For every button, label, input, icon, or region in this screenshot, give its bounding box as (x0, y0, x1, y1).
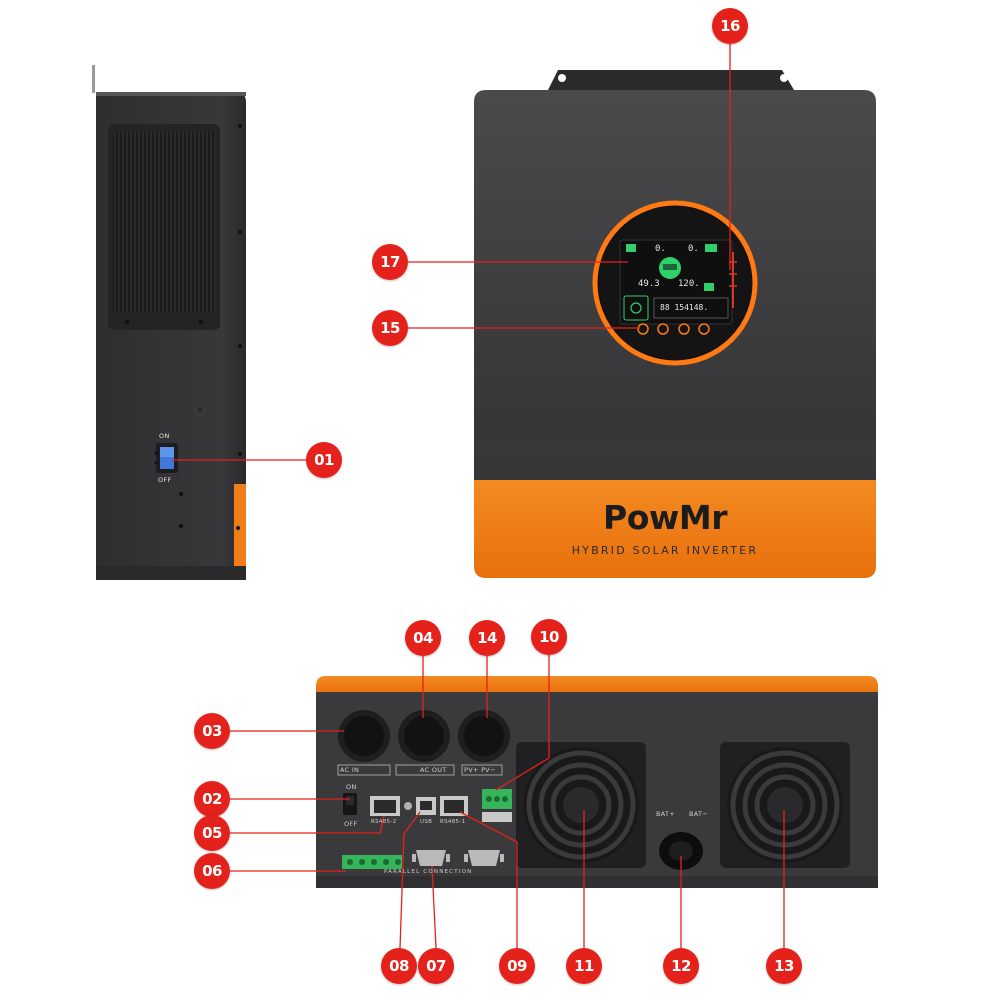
side-orange-strip (234, 484, 246, 580)
brand-subtitle: HYBRID SOLAR INVERTER (571, 544, 759, 557)
cooling-fan-2 (720, 742, 850, 868)
parallel-terminal (342, 855, 402, 869)
bottom-switch-off-label: OFF (344, 820, 358, 828)
rs485-2-label: RS485-2 (371, 819, 397, 825)
lcd-mid-left: 49.3 (638, 279, 660, 289)
callout-badge: 02 (194, 781, 230, 817)
callout-badge: 10 (531, 619, 567, 655)
ac-out-label: AC OUT (420, 766, 447, 774)
ac-input-gland (338, 710, 390, 762)
callout-badge: 13 (766, 948, 802, 984)
lcd-buttons (637, 323, 710, 335)
side-view-unit (92, 65, 246, 580)
callout-badge: 17 (372, 244, 408, 280)
callout-badge: 07 (418, 948, 454, 984)
dry-contact-terminal (482, 789, 512, 809)
pv-label: PV+ PV− (464, 766, 496, 774)
ac-in-label: AC IN (340, 766, 360, 774)
bottom-view-unit (316, 676, 878, 888)
bat-negative-label: BAT− (689, 810, 709, 818)
up-button[interactable] (657, 323, 669, 335)
callout-badge: 04 (405, 620, 441, 656)
lcd-display (592, 200, 758, 366)
rs485-1-label: RS485-1 (440, 819, 466, 825)
lcd-top-left: 0. (655, 244, 666, 254)
callout-badge: 06 (194, 853, 230, 889)
side-switch-off-label: OFF (158, 476, 172, 484)
menu-button[interactable] (637, 323, 649, 335)
callout-badge: 16 (712, 8, 748, 44)
lcd-bottom: 88 154148. (660, 303, 709, 312)
brand-logo: PowMr (603, 498, 727, 537)
side-switch-on-label: ON (159, 432, 170, 440)
callout-badge: 11 (566, 948, 602, 984)
callout-badge: 08 (381, 948, 417, 984)
side-ventilation-grille (108, 124, 220, 330)
bottom-switch-on-label: ON (346, 783, 357, 791)
ac-output-gland (398, 710, 450, 762)
side-power-switch[interactable] (156, 443, 178, 473)
parallel-connection-label: PARALLEL CONNECTION (384, 869, 473, 875)
lcd-top-right: 0. (688, 244, 699, 254)
callout-badge: 12 (663, 948, 699, 984)
callout-lines (172, 44, 785, 949)
parallel-connector-2[interactable] (464, 850, 504, 866)
front-view-unit (474, 70, 876, 578)
bat-positive-label: BAT+ (656, 810, 676, 818)
callout-badge: 05 (194, 815, 230, 851)
enter-button[interactable] (698, 323, 710, 335)
usb-label: USB (420, 819, 433, 825)
cooling-fan-1 (516, 742, 646, 868)
callout-badge: 03 (194, 713, 230, 749)
down-button[interactable] (678, 323, 690, 335)
callout-badge: 14 (469, 620, 505, 656)
pv-input-gland (458, 710, 510, 762)
callout-badge: 15 (372, 310, 408, 346)
parallel-connector-1[interactable] (412, 850, 450, 866)
lcd-mid-right: 120. (678, 279, 700, 289)
callout-badge: 09 (499, 948, 535, 984)
bottom-power-switch[interactable] (343, 793, 357, 815)
battery-gland (659, 832, 703, 870)
callout-badge: 01 (306, 442, 342, 478)
mounting-bracket (548, 70, 794, 90)
front-orange-panel (474, 480, 876, 578)
